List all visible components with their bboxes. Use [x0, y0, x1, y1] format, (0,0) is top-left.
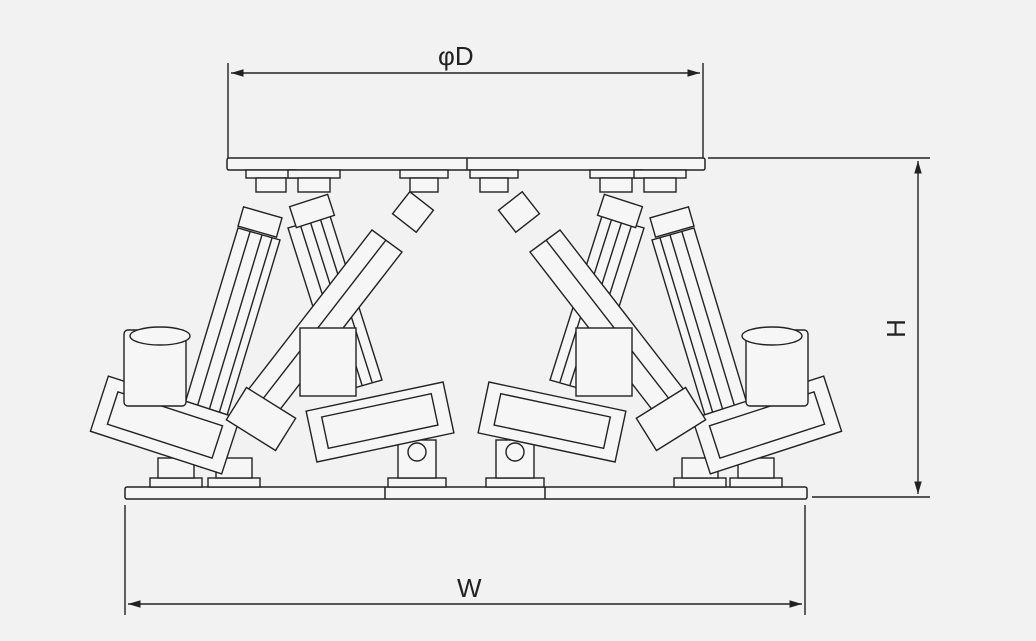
height-dimension — [708, 157, 930, 498]
height-label: H — [880, 319, 911, 338]
right-actuators — [477, 190, 843, 475]
left-actuators — [89, 190, 455, 475]
width-dimension — [124, 505, 806, 615]
bottom-joints — [149, 439, 783, 488]
base-platform — [124, 486, 808, 500]
top-joints — [245, 169, 687, 193]
diameter-label: φD — [438, 41, 474, 71]
width-label: W — [457, 573, 482, 603]
diameter-dimension — [227, 63, 704, 158]
top-platform — [226, 157, 706, 171]
